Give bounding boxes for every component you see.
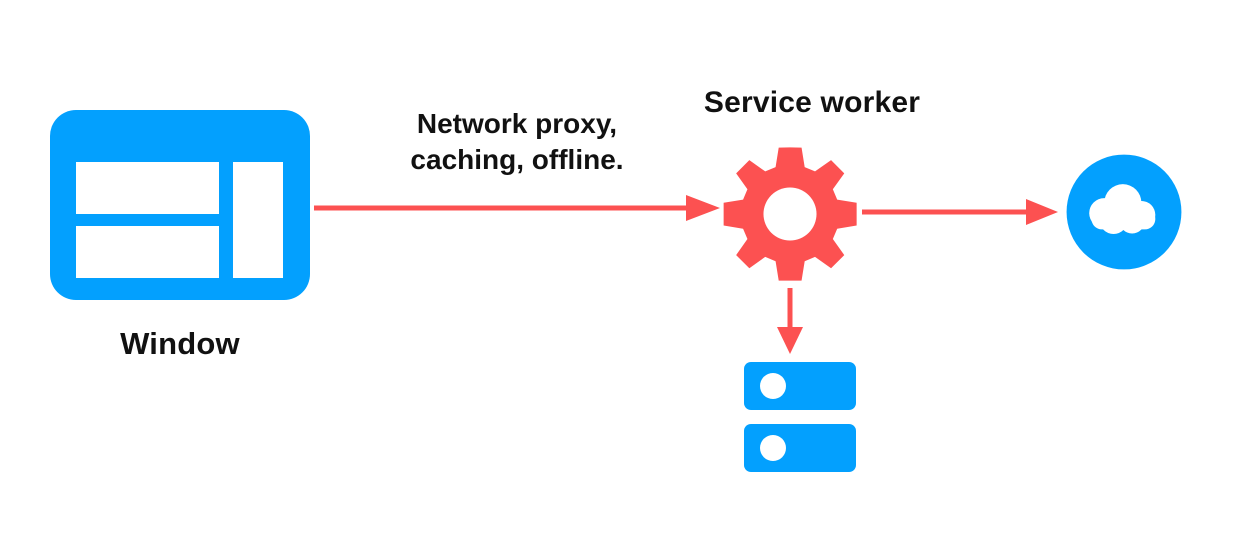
edge-caption-line-1: Network proxy, <box>416 108 618 139</box>
arrow-window-to-service-worker <box>312 192 722 224</box>
arrow-service-worker-to-cache-storage <box>772 286 808 356</box>
database-icon-bar-top <box>744 362 856 410</box>
database-indicator-dot <box>760 373 786 399</box>
arrow-service-worker-to-network <box>860 196 1060 228</box>
gear-icon <box>723 147 857 281</box>
window-pane-side <box>233 162 283 278</box>
browser-window-icon <box>50 110 310 300</box>
node-window-label: Window <box>120 326 240 361</box>
edge-caption-network-proxy: Network proxy, caching, offline. <box>386 106 648 178</box>
database-indicator-dot <box>760 435 786 461</box>
window-pane-top <box>76 162 219 214</box>
node-network[interactable] <box>1066 154 1182 270</box>
node-window[interactable] <box>50 110 310 300</box>
edge-caption-line-2: caching, offline. <box>410 143 624 175</box>
node-service-worker[interactable] <box>722 146 858 282</box>
database-icon-bar-bottom <box>744 424 856 472</box>
node-service-worker-label: Service worker <box>703 86 921 119</box>
node-cache-storage[interactable] <box>744 362 856 472</box>
window-pane-bottom <box>76 226 219 278</box>
cloud-icon <box>1066 154 1182 270</box>
